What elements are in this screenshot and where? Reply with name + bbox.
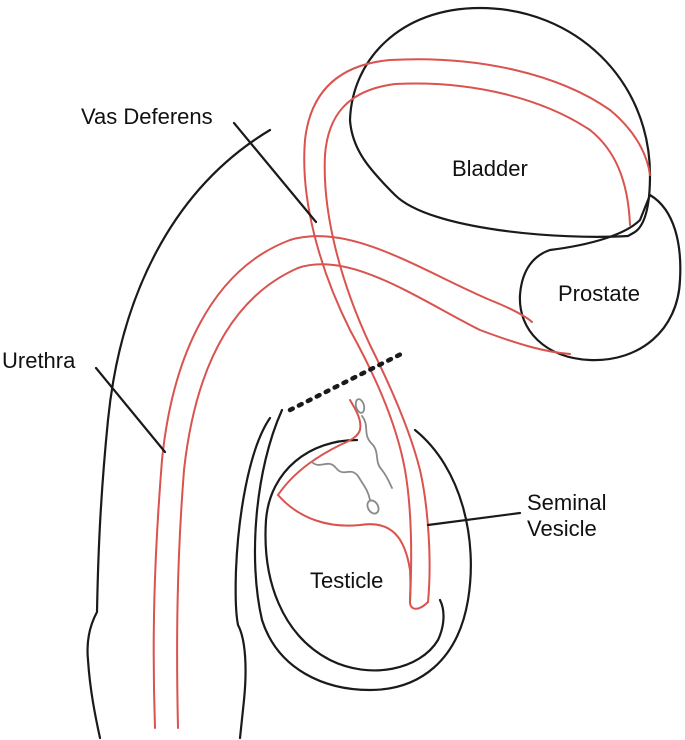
sperm-head-2 bbox=[354, 398, 366, 414]
testicle-label: Testicle bbox=[310, 568, 384, 593]
vas-deferens-label: Vas Deferens bbox=[81, 104, 213, 129]
seminal-vesicle-label: Seminal Vesicle bbox=[527, 490, 607, 542]
sperm-tail-2 bbox=[361, 415, 393, 489]
vas-deferens-tip bbox=[409, 601, 429, 610]
vas-deferens-outer bbox=[303, 58, 651, 603]
bladder-label: Bladder bbox=[452, 156, 528, 181]
prostate-label: Prostate bbox=[558, 281, 640, 306]
vas-deferens-inner bbox=[323, 82, 631, 603]
seminal-vesicle-leader bbox=[426, 511, 522, 527]
testicle-outline bbox=[264, 438, 445, 672]
sperm-cells bbox=[311, 398, 393, 515]
urethra-leader bbox=[94, 366, 167, 454]
bladder-outline bbox=[348, 6, 652, 238]
prostate-outline bbox=[518, 193, 682, 362]
penis-inner-outline bbox=[234, 416, 272, 740]
epididymis-line bbox=[277, 494, 412, 603]
section-cut-line bbox=[287, 349, 408, 413]
sperm-tail-1 bbox=[311, 461, 371, 501]
urethra-line-outer bbox=[152, 235, 533, 729]
urethra-line-inner bbox=[176, 263, 571, 729]
epididymis-upper bbox=[277, 399, 362, 496]
penis-outline bbox=[86, 128, 272, 740]
sperm-head-1 bbox=[366, 499, 380, 515]
vas-deferens-leader bbox=[232, 121, 318, 224]
urethra-label: Urethra bbox=[2, 348, 76, 373]
scrotum-outline bbox=[253, 408, 472, 692]
